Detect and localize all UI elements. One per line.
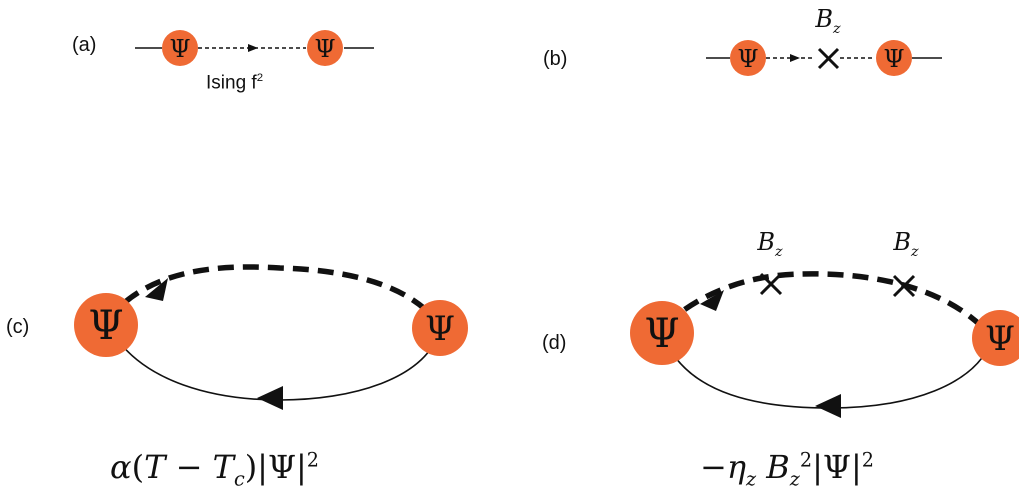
panel-label-c: (c) [6, 316, 30, 338]
panel-d-node-right: Ψ [972, 310, 1019, 366]
panel-c-dashed-arc [105, 264, 443, 327]
ising-edge-label-text: Ising f [206, 72, 257, 94]
panel-d-vertex-x-right [892, 274, 916, 298]
panel-d-dashed-arc [663, 271, 993, 337]
panel-b-node-right: Ψ [876, 40, 912, 76]
panel-label-a: (a) [72, 34, 97, 56]
panel-d-node-left-psi: Ψ [644, 311, 679, 357]
panel-d-solid-arc [664, 339, 993, 409]
panel-d-bz-label-right: Bz [892, 228, 919, 260]
panel-b-diagram: Bz Ψ Ψ [706, 5, 942, 76]
panel-c-solid-arc [107, 324, 441, 401]
formula-d: −ηz Bz2|Ψ|2 [700, 448, 874, 491]
panel-b-node-right-psi: Ψ [883, 45, 904, 73]
panel-d-solid-arrow-head [815, 394, 841, 418]
panel-c-solid-arrow-head [257, 386, 283, 410]
panel-a-node-right-psi: Ψ [314, 35, 335, 63]
panel-b-bz-label: Bz [814, 5, 841, 37]
panel-a-diagram: Ψ Ψ [135, 30, 374, 66]
panel-d-dashed-arrow-head [700, 290, 724, 311]
panel-d-bz-label-left: Bz [756, 228, 783, 260]
panel-c-node-right: Ψ [412, 300, 468, 356]
panel-a-arrow-head [248, 44, 258, 52]
panel-c-node-right-psi: Ψ [425, 309, 455, 349]
panel-b-arrow-head [790, 54, 800, 62]
panel-label-d: (d) [542, 332, 567, 354]
panel-c-node-left: Ψ [74, 293, 138, 357]
panel-a-node-right: Ψ [307, 30, 343, 66]
panel-c-diagram: Ψ Ψ [74, 264, 468, 410]
panel-a-node-left-psi: Ψ [169, 35, 190, 63]
panel-c-dashed-arrow-head [145, 278, 168, 301]
ising-edge-label-sup: 2 [256, 72, 264, 84]
ising-edge-label: Ising f2 [206, 72, 263, 94]
panel-d-node-right-psi: Ψ [985, 319, 1015, 359]
panel-b-vertex-x [817, 47, 840, 70]
panel-b-node-left-psi: Ψ [737, 45, 758, 73]
panel-d-vertex-x-left [759, 272, 783, 296]
panel-d-node-left: Ψ [630, 301, 694, 365]
panel-a-node-left: Ψ [162, 30, 198, 66]
formula-c: α(T − Tc)|Ψ|2 [110, 448, 320, 491]
panel-c-node-left-psi: Ψ [88, 303, 123, 349]
panel-d-diagram: Bz Bz Ψ Ψ [630, 228, 1019, 418]
panel-b-node-left: Ψ [730, 40, 766, 76]
panel-label-b: (b) [543, 48, 568, 70]
